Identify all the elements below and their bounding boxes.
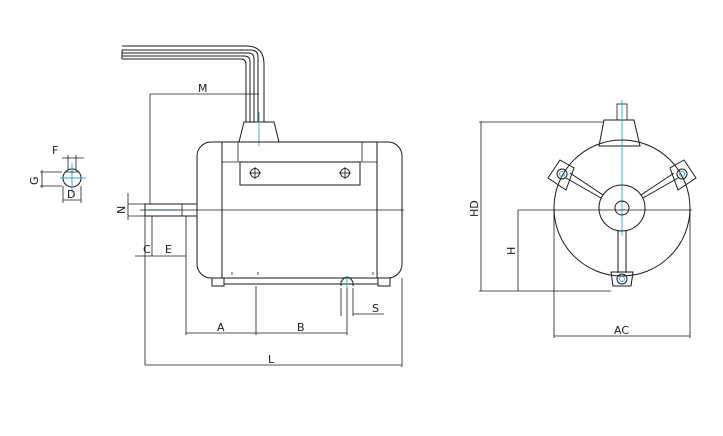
lead-wires: [121, 45, 265, 122]
label-L: L: [268, 353, 275, 366]
label-HD: HD: [468, 200, 481, 217]
shaft-end-detail: F G D: [28, 144, 86, 203]
label-N: N: [115, 206, 128, 214]
label-H: H: [505, 247, 518, 255]
lug-left: [547, 159, 575, 191]
front-shaft-end: [614, 200, 630, 216]
lug-bottom: [610, 271, 634, 287]
label-E: E: [165, 243, 172, 256]
lug-right: [669, 159, 697, 191]
label-AC: AC: [614, 324, 629, 337]
label-M: M: [198, 82, 208, 95]
label-S: S: [372, 302, 379, 315]
foot-right: [377, 278, 391, 287]
front-hub: [598, 184, 646, 232]
label-B: B: [297, 321, 305, 334]
front-housing-circle: [553, 139, 691, 277]
label-D: D: [67, 188, 75, 201]
nameplate: [239, 161, 361, 186]
label-C: C: [143, 243, 151, 256]
side-view: M N C E A B S L: [115, 45, 404, 367]
label-A: A: [217, 321, 225, 334]
front-view: HD H AC: [468, 100, 697, 338]
label-F: F: [52, 144, 58, 157]
foot-left: [211, 278, 225, 287]
label-G: G: [28, 176, 41, 185]
